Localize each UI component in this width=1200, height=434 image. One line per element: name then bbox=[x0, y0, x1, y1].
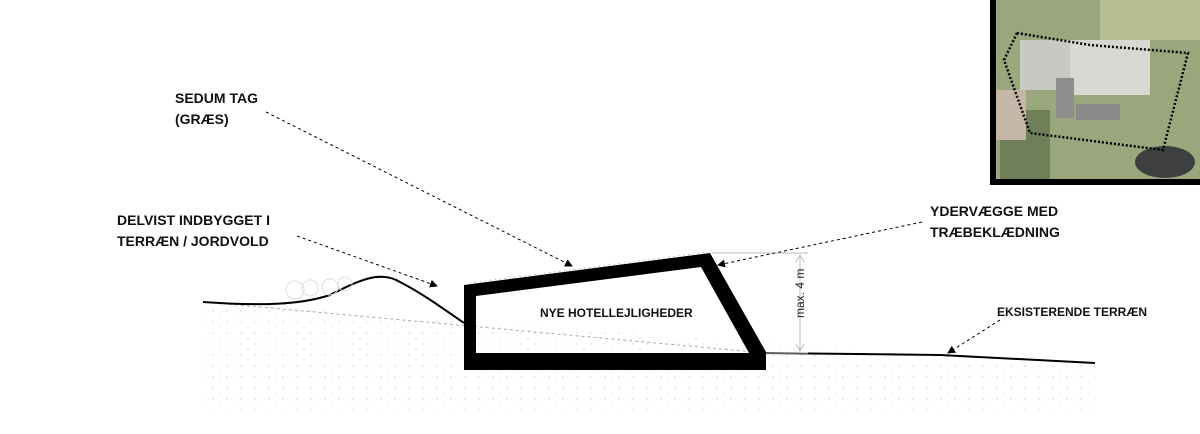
embedded-label-line2: TERRÆN / JORDVOLD bbox=[117, 233, 269, 249]
building-section bbox=[464, 253, 766, 370]
terrain-leader-arrow bbox=[947, 319, 1001, 354]
site-map-inset bbox=[990, 0, 1200, 185]
roof-leader-arrow bbox=[265, 111, 573, 267]
terrain-label: EKSISTERENDE TERRÆN bbox=[997, 305, 1148, 319]
original-terrain-line bbox=[204, 301, 767, 354]
embedded-leader-arrow bbox=[296, 235, 438, 288]
height-dimension bbox=[712, 252, 808, 354]
walls-label-line1: YDERVÆGGE MED bbox=[930, 203, 1059, 219]
embedded-label: DELVIST INDBYGGET I TERRÆN / JORDVOLD bbox=[117, 210, 270, 252]
height-label: max. 4 m bbox=[793, 268, 807, 318]
site-boundary bbox=[1002, 31, 1190, 152]
tree-sketch bbox=[285, 276, 353, 300]
mound-terrain-line bbox=[202, 275, 465, 324]
walls-label-line2: TRÆBEKLÆDNING bbox=[930, 224, 1060, 240]
walls-leader-arrow bbox=[717, 221, 923, 268]
sedum-roof-texture bbox=[469, 251, 709, 284]
embedded-label-line1: DELVIST INDBYGGET I bbox=[117, 212, 270, 228]
building-label: NYE HOTELLEJLIGHEDER bbox=[540, 306, 693, 320]
walls-label: YDERVÆGGE MED TRÆBEKLÆDNING bbox=[930, 201, 1060, 243]
existing-terrain-line bbox=[765, 352, 1096, 364]
roof-label: SEDUM TAG (GRÆS) bbox=[175, 88, 258, 130]
roof-label-line2: (GRÆS) bbox=[175, 111, 229, 127]
roof-label-line1: SEDUM TAG bbox=[175, 90, 258, 106]
